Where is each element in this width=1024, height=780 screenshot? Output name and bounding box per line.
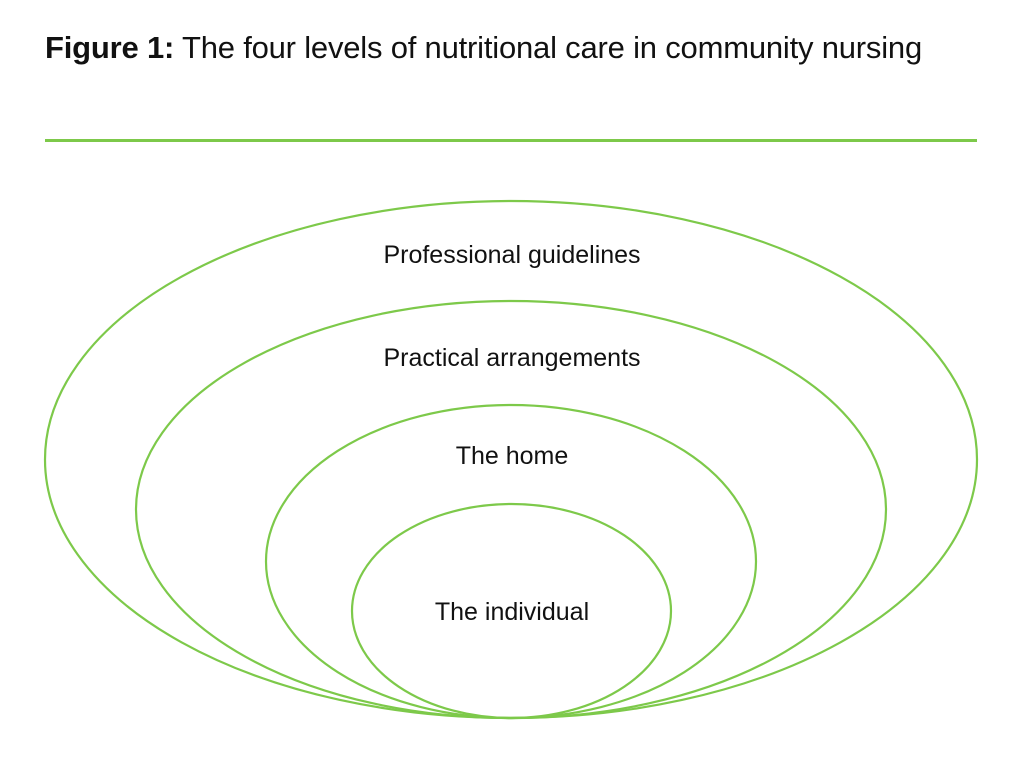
level-label-the-individual: The individual [434, 598, 590, 626]
level-label-the-home: The home [455, 442, 569, 470]
level-label-professional-guidelines: Professional guidelines [383, 241, 641, 269]
figure-title-text: The four levels of nutritional care in c… [174, 30, 922, 65]
level-label-practical-arrangements: Practical arrangements [383, 344, 641, 372]
figure-title: Figure 1: The four levels of nutritional… [45, 26, 985, 70]
figure-label: Figure 1: [45, 30, 175, 65]
title-divider [45, 139, 977, 142]
ellipse-the-individual [350, 502, 673, 720]
